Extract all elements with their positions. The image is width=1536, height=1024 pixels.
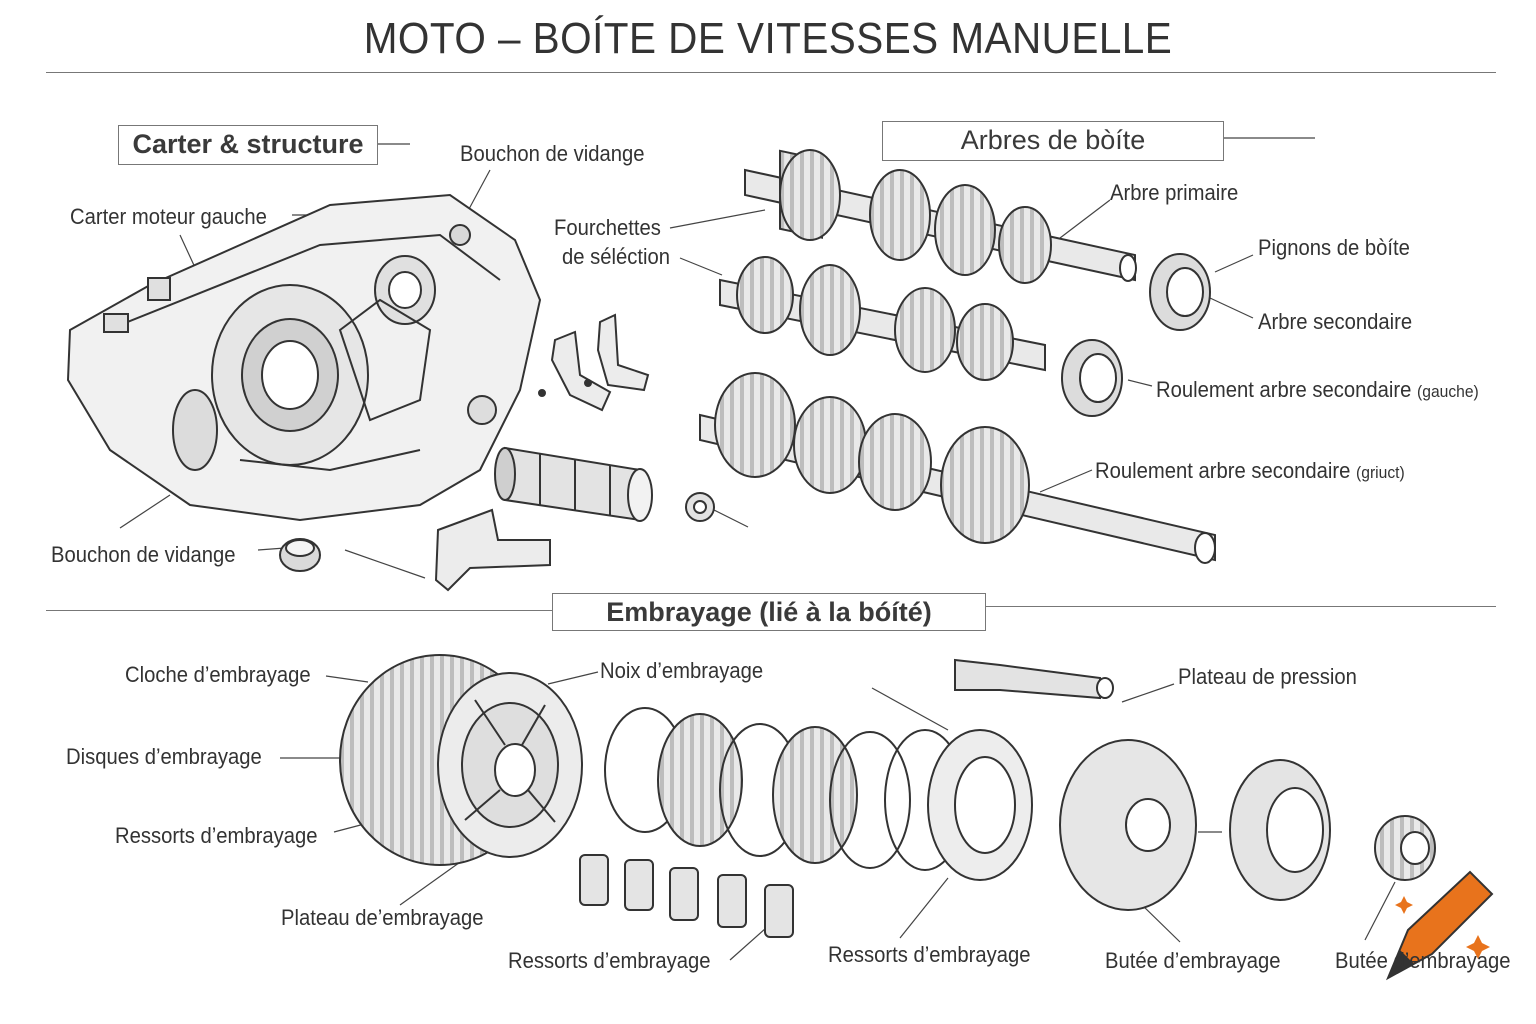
label-roulement-droit-suffix: (griuct): [1356, 463, 1405, 482]
label-noix-embrayage: Noix d’embrayage: [600, 658, 764, 683]
sparkle-icon: [1466, 935, 1490, 959]
label-roulement-gauche-suffix: (gauche): [1417, 382, 1479, 401]
section-embrayage: Embrayage (lié à la bóíté): [552, 593, 986, 631]
label-carter-moteur-gauche: Carter moteur gauche: [70, 204, 267, 229]
gear-shafts-drawing: [699, 149, 1216, 564]
label-ressorts-embrayage-left: Ressorts d’embrayage: [115, 823, 318, 848]
label-fourchettes: Fourchettes: [554, 215, 661, 240]
selector-drum-drawing: [279, 446, 715, 572]
label-butee-embrayage-1: Butée d’embrayage: [1105, 948, 1281, 973]
section-carter-structure: Carter & structure: [118, 125, 378, 165]
clutch-springs-drawing: [579, 854, 794, 938]
label-plateau-embrayage: Plateau de’embrayage: [281, 905, 484, 930]
clutch-basket-drawing: [339, 654, 583, 866]
label-roulement-droit-main: Roulement arbre secondaire: [1095, 458, 1351, 483]
label-ressorts-embrayage-bottom-2: Ressorts d’embrayage: [828, 942, 1031, 967]
label-roulement-gauche-main: Roulement arbre secondaire: [1156, 377, 1412, 402]
title-divider: [46, 72, 1496, 73]
label-bouchon-vidange-bottom: Bouchon de vidange: [51, 542, 236, 567]
crayon-icon: [1385, 870, 1494, 981]
crankcase-drawing: [66, 193, 542, 522]
label-arbre-primaire: Arbre primaire: [1110, 180, 1239, 205]
clutch-discs-drawing: [604, 707, 1033, 881]
label-disques-embrayage: Disques d’embrayage: [66, 744, 262, 769]
label-de-selection: de séléction: [562, 244, 671, 269]
label-arbre-secondaire: Arbre secondaire: [1258, 309, 1413, 334]
label-butee-embrayage-2: Butée d’embrayage: [1335, 948, 1510, 973]
label-bouchon-vidange-top: Bouchon de vidange: [460, 141, 645, 166]
label-pignons-de-boite: Pignons de bòíte: [1258, 235, 1410, 260]
label-plateau-pression: Plateau de pression: [1178, 664, 1357, 689]
lower-section-divider-left: [46, 610, 552, 611]
label-roulement-droit: Roulement arbre secondaire (griuct): [1095, 458, 1405, 484]
section-arbres-de-boite: Arbres de bòíte: [882, 121, 1224, 161]
label-cloche-embrayage: Cloche d’embrayage: [125, 662, 311, 687]
label-roulement-gauche: Roulement arbre secondaire (gauche): [1156, 377, 1479, 403]
label-ressorts-embrayage-bottom-1: Ressorts d’embrayage: [508, 948, 711, 973]
pressure-plate-drawing: [954, 658, 1436, 911]
page-title: MOTO – BOÍTE DE VITESSES MANUELLE: [363, 14, 1173, 63]
selector-forks-drawing: [434, 313, 650, 592]
lower-section-divider-right: [985, 606, 1496, 607]
